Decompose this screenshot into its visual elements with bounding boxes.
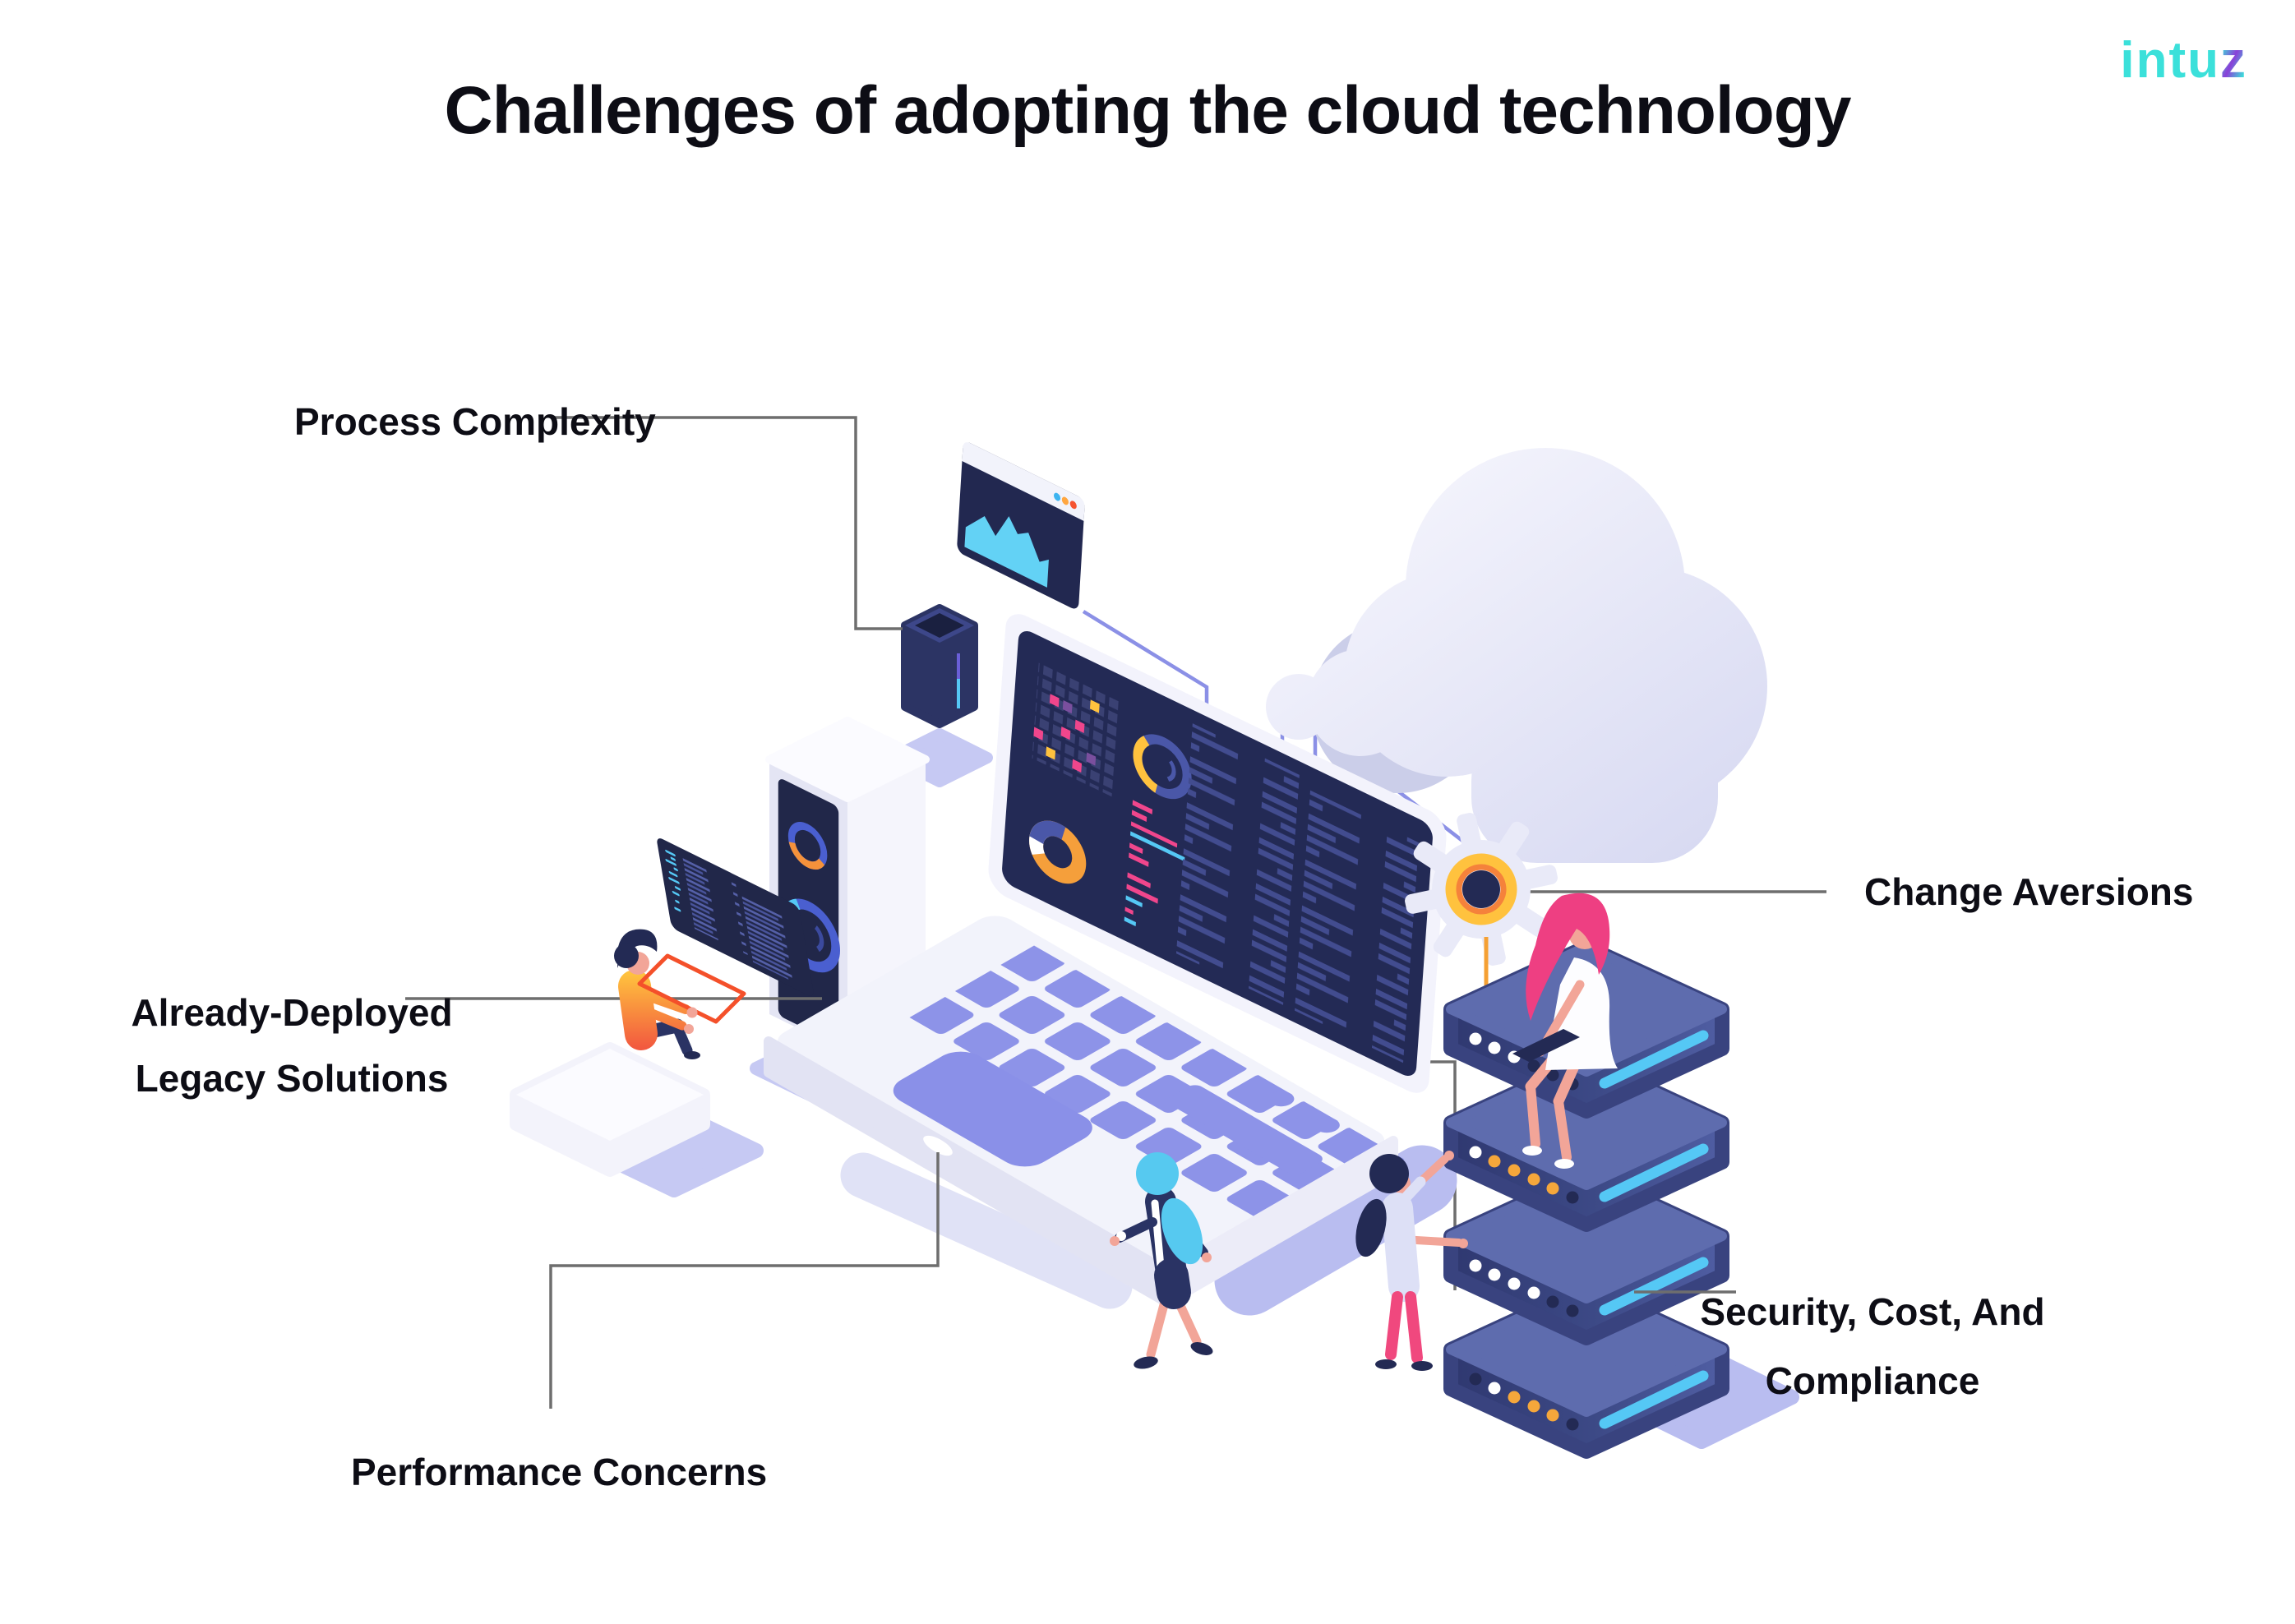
code-panel-icon — [657, 838, 814, 996]
callout-legacy-solutions: Already-Deployed Legacy Solutions — [78, 980, 506, 1111]
laptop-dashboard-icon — [764, 614, 1447, 1308]
brand-logo: Intuz — [2120, 31, 2247, 90]
gear-icon — [1405, 813, 1558, 966]
callout-legacy-line2: Legacy Solutions — [135, 1057, 449, 1100]
callout-security-cost-compliance: Security, Cost, And Compliance — [1692, 1277, 2053, 1415]
browser-chart-window-icon — [957, 442, 1085, 609]
page-title: Challenges of adopting the cloud technol… — [444, 73, 1852, 148]
callout-change-aversions: Change Aversions — [1864, 870, 2194, 913]
brand-logo-accent: z — [2220, 32, 2247, 89]
callout-performance-concerns: Performance Concerns — [351, 1451, 768, 1493]
performance-connector-line — [549, 1152, 940, 1409]
walking-woman-figure — [1110, 1152, 1213, 1369]
laptop-notch — [923, 1135, 953, 1156]
callout-legacy-line1: Already-Deployed — [131, 991, 453, 1034]
cloud-icon — [1266, 448, 1767, 863]
brand-logo-text: Intu — [2120, 32, 2220, 89]
callout-security-line2: Compliance — [1765, 1359, 1980, 1402]
callout-process-complexity: Process Complexity — [294, 400, 656, 443]
sitting-developer-figure — [510, 929, 764, 1197]
shadow — [840, 1152, 1133, 1309]
standing-woman-figure — [1355, 1151, 1468, 1371]
woman-on-server-figure — [1512, 893, 1618, 1169]
callout-security-line1: Security, Cost, And — [1700, 1290, 2045, 1333]
